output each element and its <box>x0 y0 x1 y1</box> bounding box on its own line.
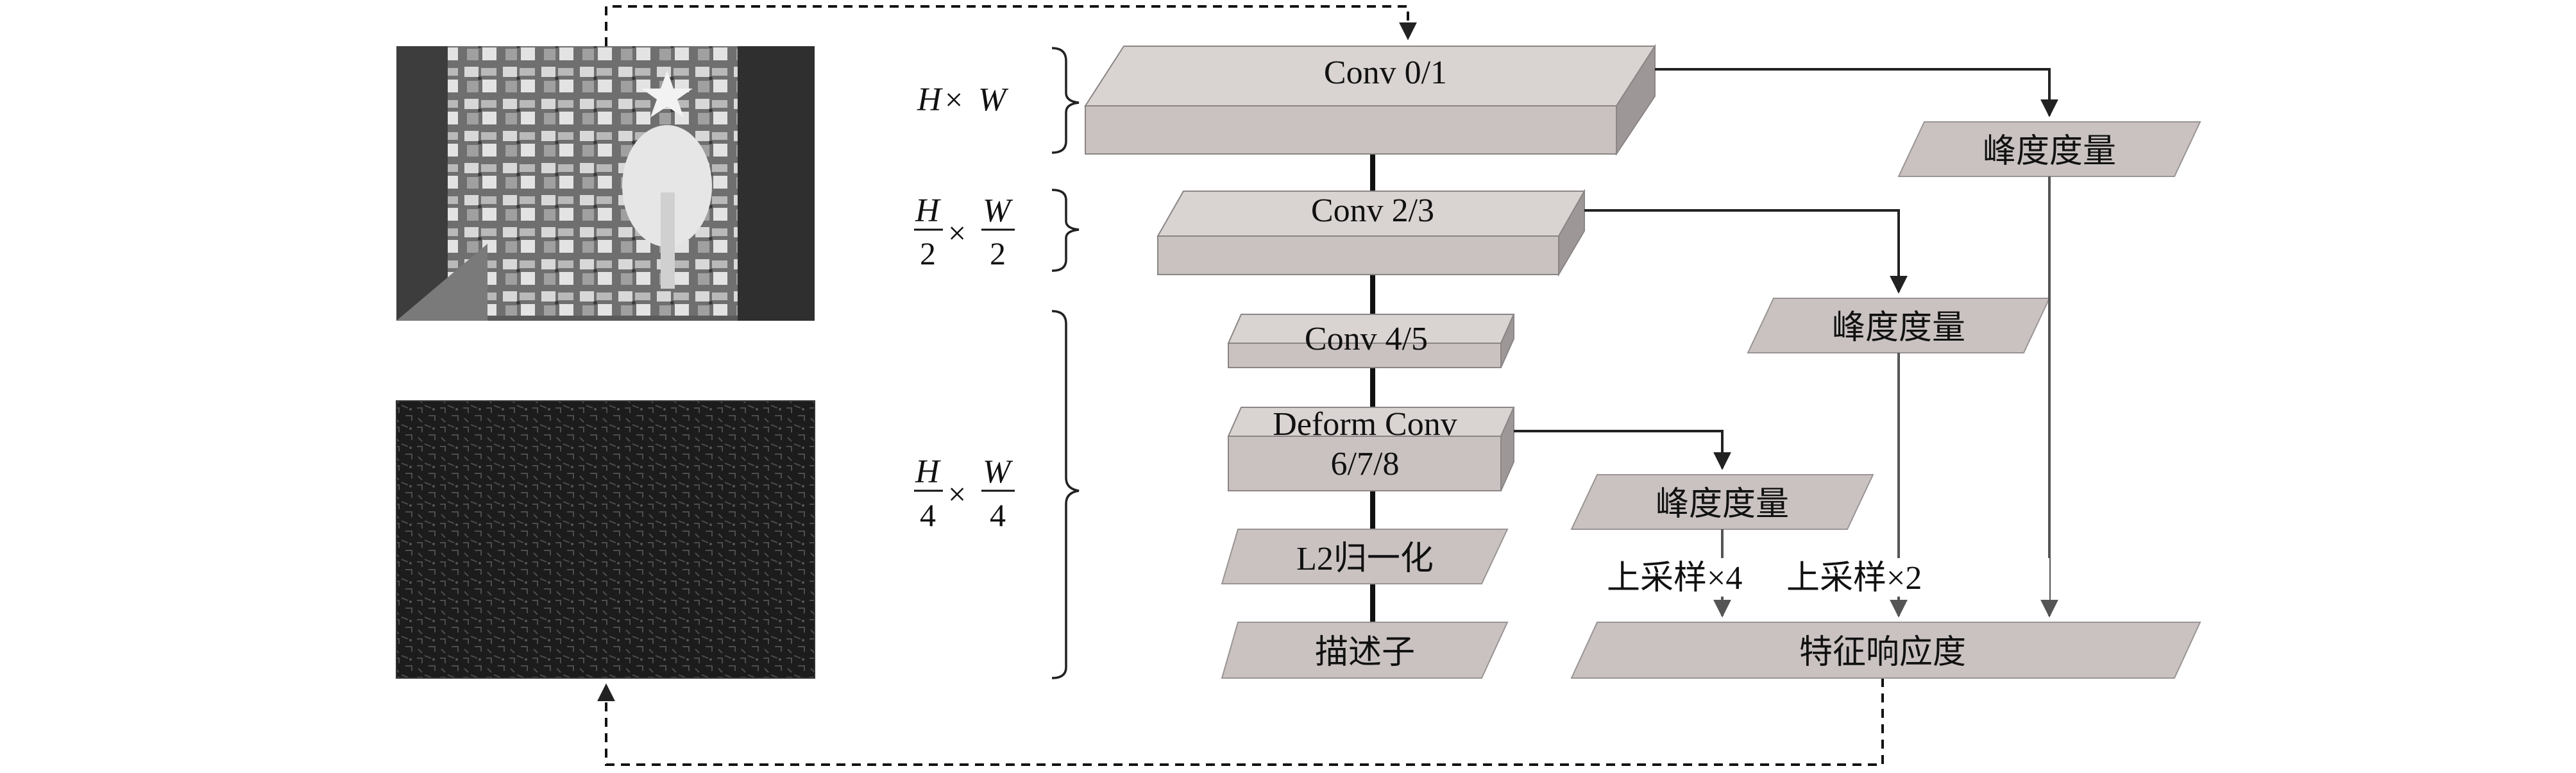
svg-text:W: W <box>983 192 1013 229</box>
svg-text:Conv 0/1: Conv 0/1 <box>1324 55 1447 91</box>
conv23-block: Conv 2/3 <box>1157 189 1586 277</box>
svg-text:峰度度量: 峰度度量 <box>1832 310 1965 346</box>
feature-map-image <box>396 400 815 679</box>
svg-text:峰度度量: 峰度度量 <box>1656 486 1789 523</box>
svg-text:2: 2 <box>990 235 1006 271</box>
svg-text:H: H <box>915 192 941 229</box>
l2norm-node: L2归一化 <box>1221 529 1509 584</box>
dim-label-quarter: H 4 × W 4 <box>914 454 1015 533</box>
descriptor-node: 描述子 <box>1221 622 1509 679</box>
upsample-x2-label: 上采样×2 <box>1786 560 1922 597</box>
arrow-deform-peak <box>1514 430 1731 470</box>
svg-text:描述子: 描述子 <box>1315 634 1415 671</box>
brace-half <box>1051 189 1080 272</box>
svg-text:6/7/8: 6/7/8 <box>1331 446 1400 482</box>
arrow-conv01-peak <box>1655 68 2058 117</box>
dashed-input-arrow <box>605 5 1417 46</box>
svg-text:特征响应度: 特征响应度 <box>1799 634 1966 671</box>
upsample-x4-label: 上采样×4 <box>1607 560 1742 597</box>
svg-text:H: H <box>915 454 941 490</box>
star-shape <box>641 71 693 117</box>
svg-text:×: × <box>948 215 966 251</box>
peak-measure-2: 峰度度量 <box>1747 298 2051 353</box>
brace-quarter <box>1051 310 1080 679</box>
peak-measure-1: 峰度度量 <box>1897 121 2201 177</box>
svg-text:L2归一化: L2归一化 <box>1296 541 1434 577</box>
svg-text:×: × <box>945 81 963 117</box>
input-image <box>396 46 815 321</box>
peak-measure-3: 峰度度量 <box>1570 474 1874 530</box>
svg-text:Conv 4/5: Conv 4/5 <box>1305 321 1428 357</box>
feature-response-node: 特征响应度 <box>1570 622 2201 679</box>
deform-conv-block: Deform Conv 6/7/8 <box>1227 406 1515 491</box>
dim-label-half: H 2 × W 2 <box>914 192 1015 271</box>
svg-text:W: W <box>978 81 1009 118</box>
svg-text:2: 2 <box>920 235 936 271</box>
conv45-block: Conv 4/5 <box>1227 314 1515 368</box>
brace-full <box>1051 47 1080 154</box>
arrow-conv23-peak <box>1584 209 1908 294</box>
conv01-block: Conv 0/1 <box>1084 44 1656 157</box>
dim-label-full: H × W <box>917 81 1009 118</box>
svg-text:峰度度量: 峰度度量 <box>1983 133 2116 170</box>
dashed-output-arrow <box>597 678 1884 766</box>
svg-text:Conv 2/3: Conv 2/3 <box>1311 192 1434 229</box>
svg-text:4: 4 <box>990 497 1006 533</box>
svg-text:W: W <box>983 454 1013 490</box>
svg-text:×: × <box>948 476 966 512</box>
svg-text:4: 4 <box>920 497 936 533</box>
svg-text:H: H <box>917 81 943 118</box>
svg-text:Deform Conv: Deform Conv <box>1273 406 1457 443</box>
